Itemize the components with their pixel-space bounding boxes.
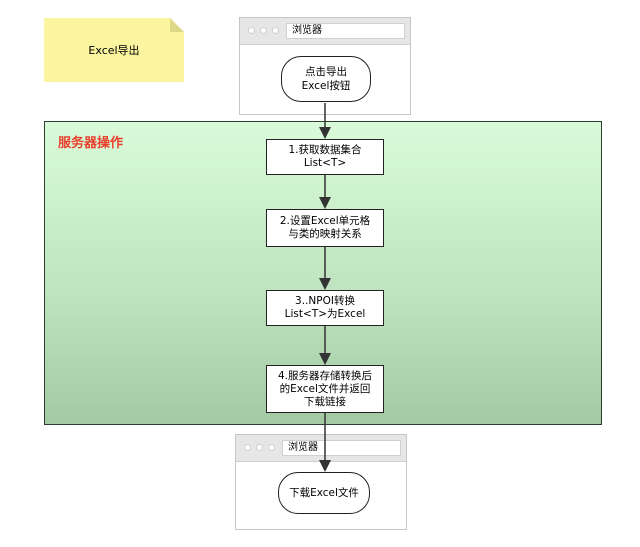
step-2-map-cells: 2.设置Excel单元格 与类的映射关系 bbox=[266, 209, 384, 247]
export-excel-button: 点击导出 Excel按钮 bbox=[281, 56, 371, 102]
window-dot-icon bbox=[256, 444, 263, 451]
window-dot-icon bbox=[248, 27, 255, 34]
step-3-npoi-convert: 3..NPOI转换 List<T>为Excel bbox=[266, 290, 384, 326]
address-bar: 浏览器 bbox=[286, 23, 405, 39]
address-bar: 浏览器 bbox=[282, 440, 401, 456]
window-dot-icon bbox=[272, 27, 279, 34]
sticky-note-text: Excel导出 bbox=[88, 44, 140, 57]
step-1-get-data: 1.获取数据集合 List<T> bbox=[266, 139, 384, 175]
step-4-store-and-return: 4.服务器存储转换后 的Excel文件并返回 下载链接 bbox=[266, 365, 384, 413]
browser-toolbar: 浏览器 bbox=[236, 435, 406, 462]
sticky-note bbox=[44, 18, 184, 82]
window-dot-icon bbox=[260, 27, 267, 34]
browser-toolbar: 浏览器 bbox=[240, 18, 410, 45]
window-dot-icon bbox=[268, 444, 275, 451]
download-excel-button: 下载Excel文件 bbox=[278, 472, 370, 514]
server-operations-title: 服务器操作 bbox=[58, 136, 124, 151]
window-dot-icon bbox=[244, 444, 251, 451]
